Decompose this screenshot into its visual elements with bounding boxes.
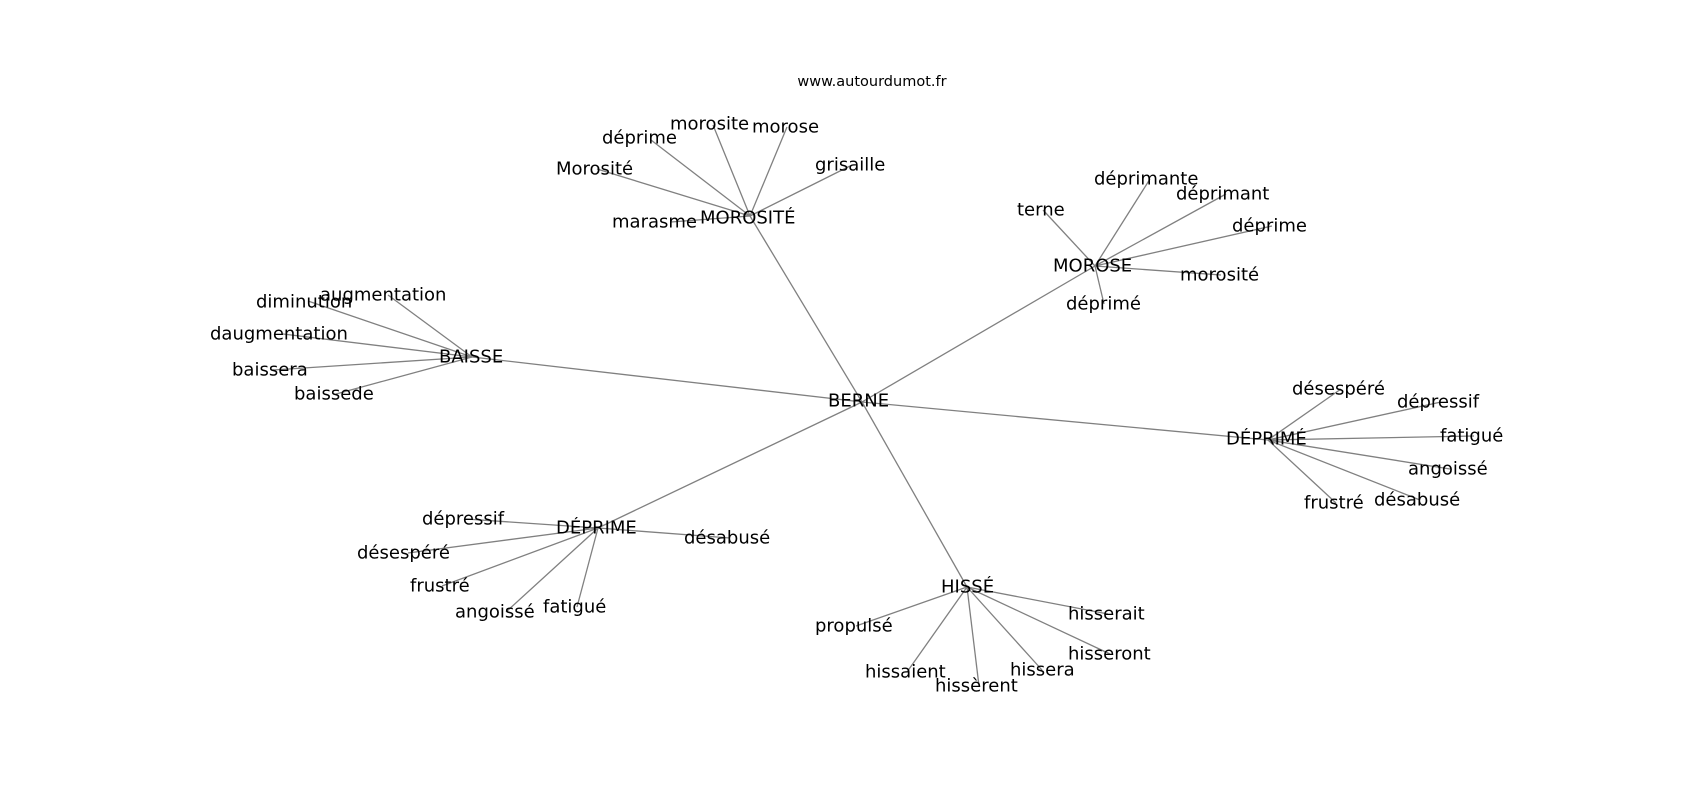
edge-morosite-leaf	[749, 126, 788, 217]
edge-morose-leaf	[1094, 265, 1105, 305]
node-word[interactable]: angoissé	[1408, 459, 1488, 480]
graph-edges	[272, 124, 1475, 687]
node-word[interactable]: daugmentation	[210, 324, 348, 345]
edge-deprime-e-leaf	[1267, 401, 1442, 441]
edge-baisse-leaf	[282, 333, 473, 358]
edge-hisse-leaf	[966, 586, 1109, 615]
node-word[interactable]: dépressif	[1397, 392, 1480, 413]
node-word[interactable]: terne	[1017, 200, 1065, 221]
node-word[interactable]: hisserait	[1068, 604, 1145, 625]
edge-berne-deprime-e	[861, 401, 1269, 441]
node-word[interactable]: déprimant	[1176, 184, 1269, 205]
edge-morosite-leaf	[712, 124, 751, 217]
edge-deprime-leaf	[576, 527, 599, 608]
site-watermark[interactable]: www.autourdumot.fr	[797, 74, 946, 90]
node-word[interactable]: augmentation	[320, 285, 446, 306]
node-hub-deprime-e[interactable]: DÉPRIMÉ	[1226, 428, 1307, 450]
graph-header: www.autourdumot.fr	[797, 74, 946, 90]
node-word[interactable]: déprime	[1232, 216, 1307, 237]
node-word[interactable]: marasme	[612, 212, 697, 233]
edge-deprime-e-leaf	[1267, 439, 1451, 470]
edge-baisse-leaf	[387, 294, 473, 358]
edge-deprime-leaf	[597, 527, 731, 539]
node-word[interactable]: angoissé	[455, 602, 535, 623]
edge-morosite-leaf	[670, 215, 751, 223]
edge-morose-leaf	[1094, 225, 1273, 267]
node-word[interactable]: morosite	[670, 114, 749, 135]
edge-deprime-e-leaf	[1267, 388, 1342, 441]
node-word[interactable]: diminution	[256, 292, 352, 313]
edge-hisse-leaf	[906, 586, 968, 673]
node-word[interactable]: désespéré	[1292, 379, 1385, 400]
node-word[interactable]: baissera	[232, 360, 308, 381]
node-word[interactable]: fatigué	[1440, 426, 1503, 447]
edge-morosite-leaf	[596, 168, 751, 217]
node-word[interactable]: hissaient	[865, 662, 946, 683]
edge-morose-leaf	[1094, 265, 1222, 276]
node-word[interactable]: hissera	[1010, 660, 1075, 681]
node-word[interactable]: déprimé	[1066, 294, 1141, 315]
edge-morose-leaf	[1094, 193, 1227, 267]
node-word[interactable]: dépressif	[422, 509, 505, 530]
node-word[interactable]: déprimante	[1094, 169, 1198, 190]
edge-deprime-leaf	[465, 518, 599, 529]
graph-labels: BERNE MOROSITÉ morosite morose déprime g…	[210, 114, 1503, 697]
node-word[interactable]: baissede	[294, 384, 374, 405]
edge-hisse-leaf	[966, 586, 980, 687]
node-hub-morose[interactable]: MOROSE	[1053, 256, 1132, 277]
node-word[interactable]: frustré	[1304, 493, 1364, 514]
node-word[interactable]: morosité	[1180, 265, 1259, 286]
edge-baisse-leaf	[307, 300, 473, 358]
edge-berne-deprime	[597, 401, 863, 529]
node-word[interactable]: désabusé	[1374, 490, 1460, 511]
edge-hisse-leaf	[966, 586, 1043, 671]
edge-morosite-leaf	[749, 165, 851, 217]
edge-deprime-e-leaf	[1267, 439, 1337, 504]
node-word[interactable]: fatigué	[543, 597, 606, 618]
node-word[interactable]: désespéré	[357, 543, 450, 564]
node-word[interactable]: hisseront	[1068, 644, 1151, 665]
node-word[interactable]: déprime	[602, 128, 677, 149]
edge-berne-hisse	[861, 401, 968, 588]
edge-baisse-leaf	[335, 356, 473, 395]
node-hub-deprime[interactable]: DÉPRIME	[556, 517, 637, 539]
edge-deprime-leaf	[441, 527, 599, 587]
edge-berne-morosite	[749, 215, 863, 403]
node-hub-baisse[interactable]: BAISSE	[439, 347, 503, 368]
edge-deprime-e-leaf	[1267, 435, 1475, 441]
edge-morosite-leaf	[650, 139, 751, 217]
node-word[interactable]: propulsé	[815, 616, 893, 637]
edge-berne-baisse	[471, 356, 863, 403]
node-hub-morosite[interactable]: MOROSITÉ	[700, 207, 795, 229]
node-word[interactable]: Morosité	[556, 159, 633, 180]
node-word[interactable]: hissèrent	[935, 676, 1018, 697]
edge-baisse-leaf	[272, 356, 473, 371]
edge-morose-leaf	[1094, 178, 1151, 267]
node-center[interactable]: BERNE	[828, 391, 889, 412]
edge-hisse-leaf	[855, 586, 968, 627]
edge-deprime-e-leaf	[1267, 439, 1421, 501]
node-hub-hisse[interactable]: HISSÉ	[941, 576, 994, 598]
edge-deprime-leaf	[505, 527, 599, 613]
node-word[interactable]: frustré	[410, 576, 470, 597]
edge-berne-morose	[861, 265, 1096, 403]
edge-hisse-leaf	[966, 586, 1111, 655]
node-word[interactable]: morose	[752, 117, 819, 138]
edge-deprime-leaf	[407, 527, 599, 554]
edge-morose-leaf	[1042, 209, 1096, 267]
node-word[interactable]: grisaille	[815, 155, 885, 176]
node-word[interactable]: désabusé	[684, 528, 770, 549]
